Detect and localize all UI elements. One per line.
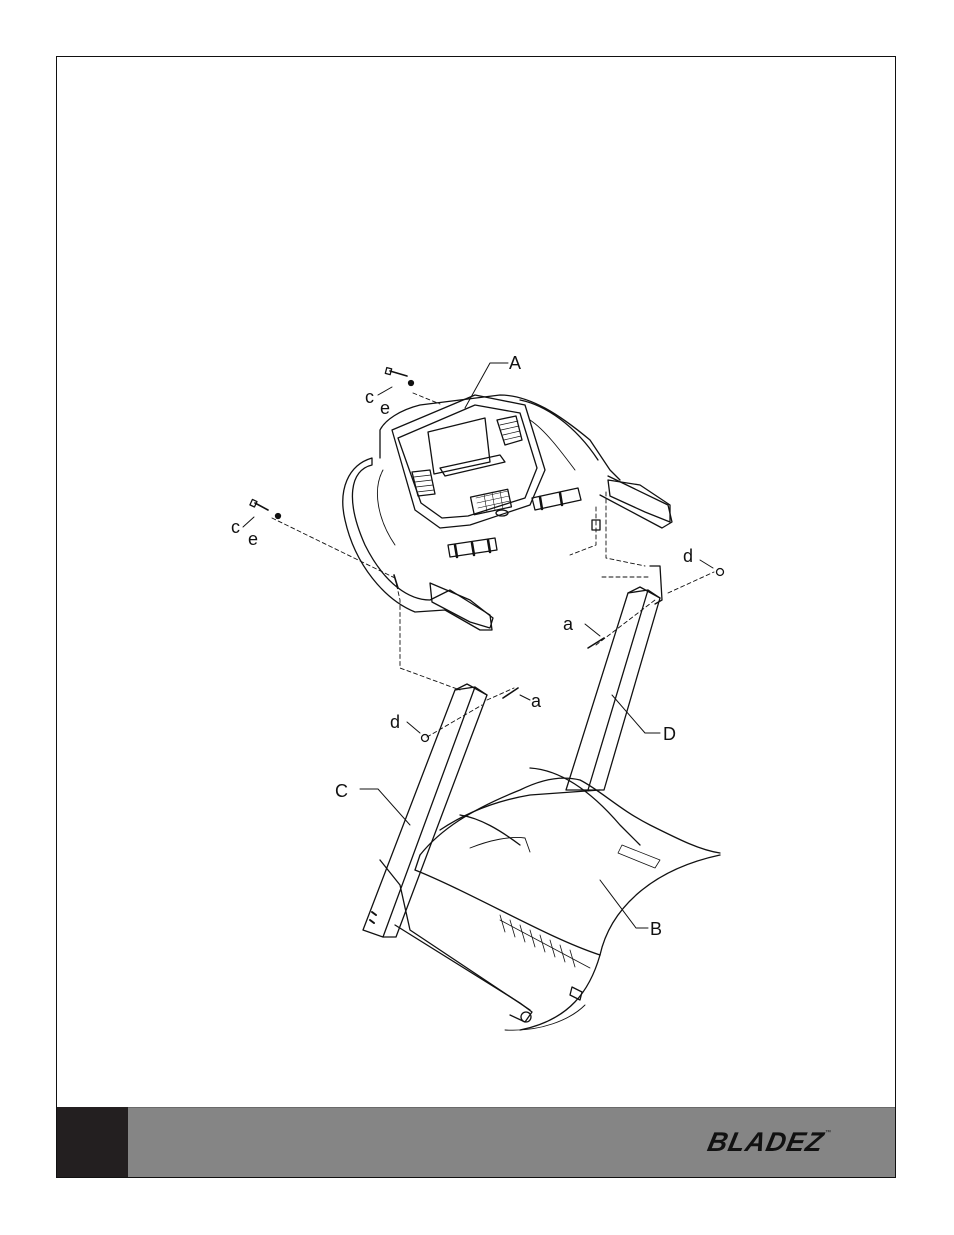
label-a-bolt-right: a bbox=[563, 614, 574, 634]
page-number-block bbox=[57, 1107, 128, 1177]
label-e-washer-left: e bbox=[248, 529, 258, 549]
brand-logo: BLADEZ bbox=[704, 1127, 827, 1157]
label-c-bolt-left: c bbox=[231, 517, 240, 537]
label-a-console: A bbox=[509, 353, 521, 373]
label-c-upright: C bbox=[335, 781, 348, 801]
label-d-nut-left: d bbox=[390, 712, 400, 732]
hardware bbox=[249, 366, 725, 743]
diagram-labels: A c e c e d a a d D C B bbox=[231, 353, 693, 939]
trademark-symbol: ™ bbox=[825, 1130, 831, 1136]
label-d-nut-right: d bbox=[683, 546, 693, 566]
label-e-washer-top: e bbox=[380, 398, 390, 418]
footer-bar: BLADEZ ™ bbox=[128, 1107, 895, 1177]
base-frame-b bbox=[379, 767, 721, 1031]
upright-c bbox=[362, 683, 488, 938]
upright-d bbox=[565, 565, 663, 791]
page-border bbox=[56, 56, 896, 1178]
label-c-bolt-top: c bbox=[365, 387, 374, 407]
leader-lines bbox=[242, 362, 714, 929]
label-d-upright: D bbox=[663, 724, 676, 744]
label-b-base: B bbox=[650, 919, 662, 939]
console-assembly bbox=[342, 394, 673, 631]
page-footer: BLADEZ ™ bbox=[57, 1107, 895, 1177]
guide-lines bbox=[271, 392, 715, 738]
label-a-bolt-center: a bbox=[531, 691, 542, 711]
